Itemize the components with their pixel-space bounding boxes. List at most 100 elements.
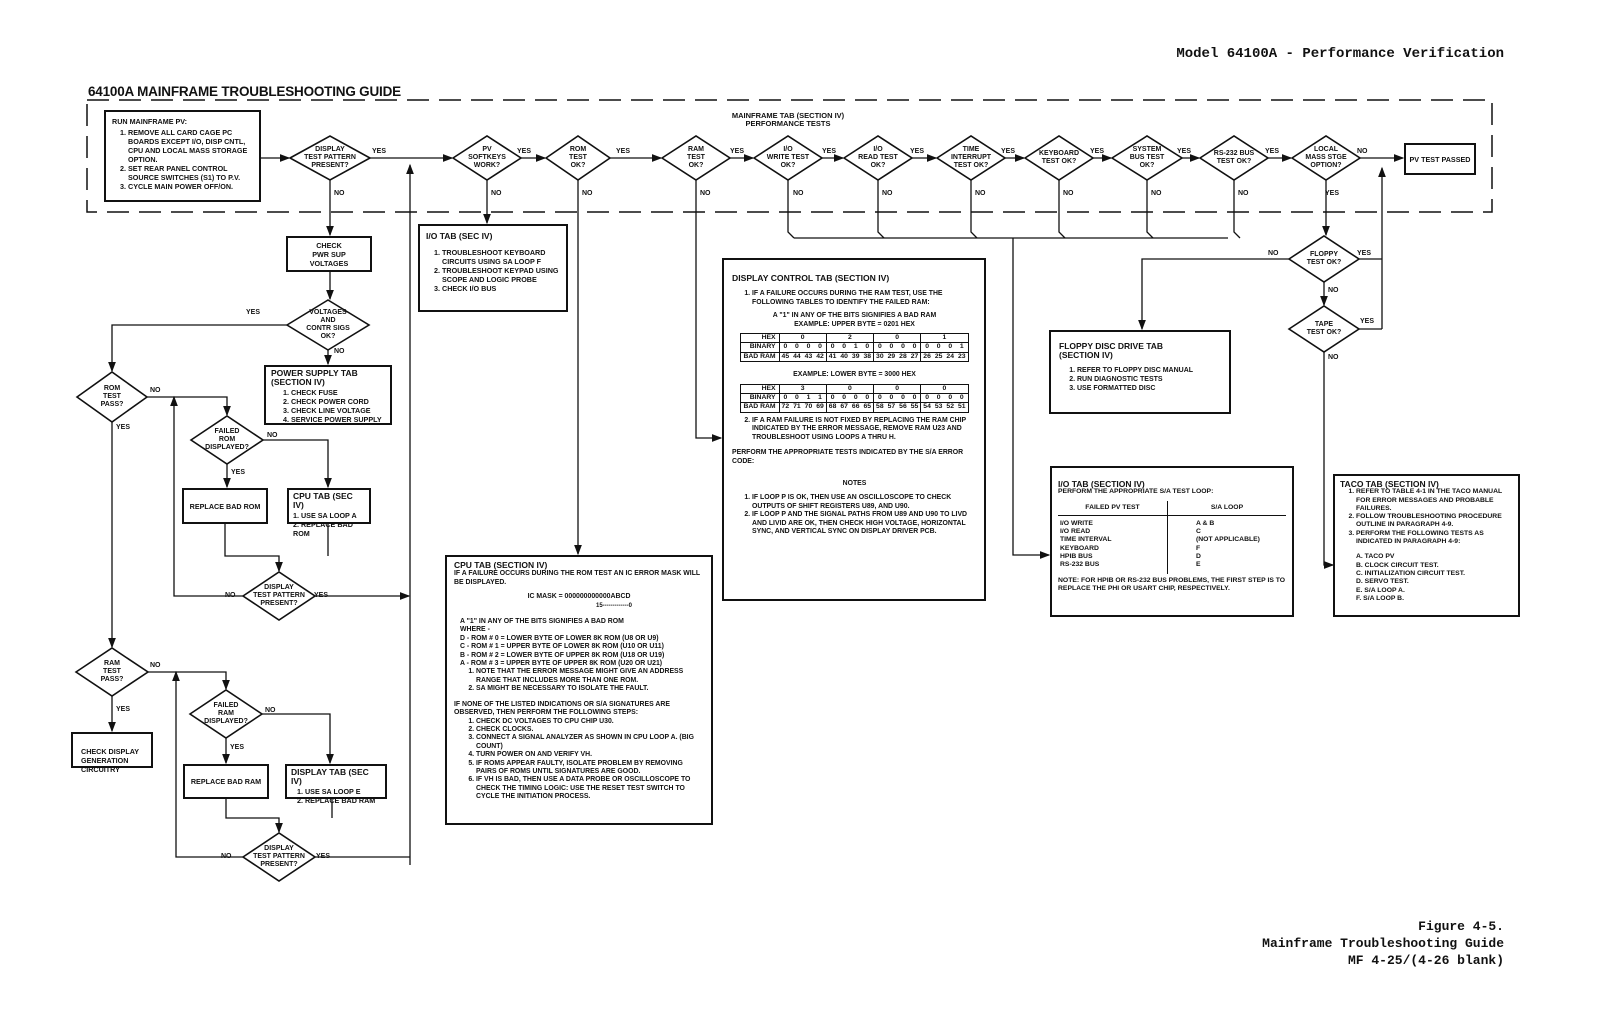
decision-diamond-display-test-2	[241, 571, 317, 621]
decision-diamond-io-read	[842, 135, 914, 181]
cpu-tab-mask-range: 15-------------0	[596, 602, 632, 609]
display-control-item1-list: IF A FAILURE OCCURS DURING THE RAM TEST,…	[732, 290, 977, 307]
bit-table-cell: 27	[908, 351, 922, 363]
bit-table-cell: 55	[908, 402, 922, 413]
mainframe-tab-boundary	[86, 99, 1493, 213]
bit-table-row-label: BINARY	[740, 393, 780, 404]
power-supply-step: CHECK LINE VOLTAGE	[291, 406, 385, 415]
cpu-tab-step: CONNECT A SIGNAL ANALYZER AS SHOWN IN CP…	[476, 734, 704, 751]
connector	[1323, 352, 1335, 569]
cpu-tab-note: SA MIGHT BE NECESSARY TO ISOLATE THE FAU…	[476, 685, 704, 693]
taco-test: F. S/A LOOP B.	[1356, 594, 1404, 602]
bit-table-cell: 0	[791, 342, 803, 353]
cpu-tab-rom-def: C - ROM # 1 = UPPER BYTE OF LOWER 8K ROM…	[460, 643, 664, 651]
bit-table-cell: 53	[932, 402, 945, 413]
display-control-example-upper: EXAMPLE: UPPER BYTE = 0201 HEX	[794, 320, 915, 328]
bit-table-cell: 0	[791, 393, 803, 404]
decision-text-ram-pass: RAM TEST PASS?	[100, 660, 124, 683]
taco-tests: A. TACO PV B. CLOCK CIRCUIT TEST. C. INI…	[1340, 553, 1513, 603]
io-tab-small-step: TROUBLESHOOT KEYBOARD CIRCUITS USING SA …	[442, 248, 560, 266]
edge-label-yes: YES	[116, 706, 131, 713]
decision-text-display-test-2: DISPLAY TEST PATTERN PRESENT?	[253, 584, 305, 607]
bit-table-row-label: BAD RAM	[740, 351, 780, 363]
bit-table-cell: 0	[885, 393, 898, 404]
edge-label-no: NO	[1357, 148, 1368, 155]
edge-label-no: NO	[1238, 190, 1249, 197]
power-supply-steps: CHECK FUSE CHECK POWER CORD CHECK LINE V…	[271, 388, 385, 424]
decision-text-voltages: VOLTAGES AND CONTR SIGS OK?	[306, 309, 350, 340]
edge-label-no: NO	[1328, 354, 1339, 361]
mainframe-tab-title-line2: PERFORMANCE TESTS	[745, 119, 831, 128]
decision-diamond-system-bus	[1110, 135, 1184, 181]
floppy-step: USE FORMATTED DISC	[1077, 384, 1221, 393]
cpu-tab-intro: IF A FAILURE OCCURS DURING THE ROM TEST …	[454, 570, 701, 586]
taco-step: PERFORM THE FOLLOWING TESTS AS INDICATED…	[1356, 530, 1513, 547]
edge-label-no: NO	[1328, 287, 1339, 294]
decision-text-pv-softkeys: PV SOFTKEYS WORK?	[468, 146, 506, 169]
check-pwr-sup-label: CHECK PWR SUP VOLTAGES	[309, 240, 349, 268]
bit-table-cell: 30	[873, 351, 886, 363]
mainframe-tab-title-line1: MAINFRAME TAB (SECTION IV)	[731, 111, 845, 120]
bit-table-cell: 1	[814, 393, 827, 404]
edge-label-yes: YES	[314, 592, 329, 599]
decision-diamond-tape	[1287, 305, 1361, 353]
cpu-tab-step: IF ROMS APPEAR FAULTY, ISOLATE PROBLEM B…	[476, 760, 704, 777]
io-table-loop: E	[1196, 561, 1201, 569]
mainframe-tab-title: MAINFRAME TAB (SECTION IV) PERFORMANCE T…	[732, 112, 844, 128]
bit-table-cell: 25	[932, 351, 945, 363]
bit-table-cell: 58	[873, 402, 886, 413]
edge-label-yes: YES	[822, 148, 837, 155]
decision-text-time-interrupt: TIME INTERRUPT TEST OK?	[950, 146, 992, 169]
edge-label-no: NO	[793, 190, 804, 197]
display-control-item1: IF A FAILURE OCCURS DURING THE RAM TEST,…	[752, 290, 977, 307]
bit-table-cell: 45	[778, 351, 792, 363]
decision-text-local-mass: LOCAL MASS STGE OPTION?	[1305, 146, 1347, 169]
display-control-notes: IF LOOP P IS OK, THEN USE AN OSCILLOSCOP…	[732, 494, 977, 536]
cpu-tab-note: NOTE THAT THE ERROR MESSAGE MIGHT GIVE A…	[476, 668, 704, 685]
floppy-step: RUN DIAGNOSTIC TESTS	[1077, 375, 1221, 384]
cpu-tab-heading: CPU TAB (SECTION IV)	[454, 560, 548, 570]
io-table-loop: (NOT APPLICABLE)	[1196, 536, 1260, 544]
cpu-tab-mask: IC MASK = 000000000000ABCD	[527, 593, 631, 601]
bit-table-cell: 0	[849, 393, 862, 404]
bit-table-cell: 1	[849, 342, 862, 353]
decision-diamond-pv-softkeys	[451, 135, 523, 181]
edge-label-no: NO	[491, 190, 502, 197]
edge-label-no: NO	[265, 707, 276, 714]
cpu-tab-step: TURN POWER ON AND VERIFY VH.	[476, 751, 704, 759]
connector	[1012, 238, 1051, 559]
cpu-tab-step: CHECK DC VOLTAGES TO CPU CHIP U30.	[476, 718, 704, 726]
edge-label-no: NO	[582, 190, 593, 197]
connector	[695, 180, 723, 442]
edge-label-yes: YES	[231, 469, 246, 476]
bit-table-cell: 39	[849, 351, 862, 363]
power-supply-step: CHECK POWER CORD	[291, 397, 385, 406]
bit-table-row-label: HEX	[740, 333, 780, 344]
decision-text-rom-pass: ROM TEST PASS?	[100, 385, 124, 408]
bit-table-hex-cell: 1	[920, 333, 969, 344]
io-table-test: KEYBOARD	[1058, 544, 1168, 554]
display-tab-small-step: 1. USE SA LOOP E	[297, 787, 361, 796]
taco-test: B. CLOCK CIRCUIT TEST.	[1356, 561, 1439, 569]
display-control-tab-box: DISPLAY CONTROL TAB (SECTION IV) IF A FA…	[722, 258, 986, 601]
cpu-tab-rom-def: A - ROM # 3 = UPPER BYTE OF UPPER 8K ROM…	[460, 660, 663, 668]
bit-table-cell: 56	[897, 402, 909, 413]
edge-label-yes: YES	[616, 148, 631, 155]
cpu-tab-bits-note: A "1" IN ANY OF THE BITS SIGNIFIES A BAD…	[460, 618, 624, 626]
bit-table-cell: 0	[838, 342, 850, 353]
connector	[224, 524, 283, 573]
edge-label-yes: YES	[316, 853, 331, 860]
bit-table-cell: 0	[814, 342, 827, 353]
bit-table-cell: 24	[944, 351, 956, 363]
replace-bad-rom-box: REPLACE BAD ROM	[182, 488, 268, 524]
replace-bad-ram-box: REPLACE BAD RAM	[183, 764, 269, 799]
edge-label-no: NO	[334, 190, 345, 197]
cpu-tab-rom-def: D - ROM # 0 = LOWER BYTE OF LOWER 8K ROM…	[460, 634, 659, 642]
bit-table-cell: 0	[944, 342, 956, 353]
display-control-item2-list: IF A RAM FAILURE IS NOT FIXED BY REPLACI…	[732, 417, 977, 442]
bit-table-cell: 0	[778, 393, 792, 404]
cpu-tab-small-step: 1. USE SA LOOP A	[293, 511, 357, 520]
run-pv-step: CYCLE MAIN POWER OFF/ON.	[128, 182, 253, 191]
